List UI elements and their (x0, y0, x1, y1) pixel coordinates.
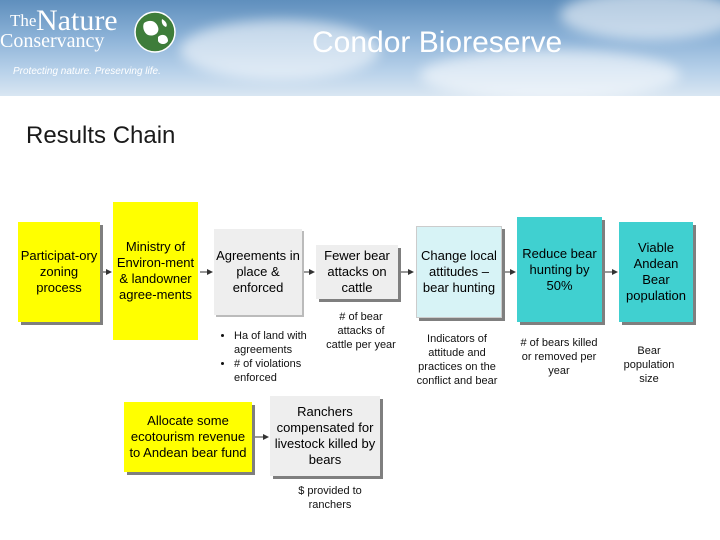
box-reduce-hunting-label: Reduce bear hunting by 50% (522, 245, 597, 293)
box-viable-population: Viable Andean Bear population (619, 222, 693, 322)
box-fewer-attacks: Fewer bear attacks on cattle (316, 245, 398, 299)
slide-subtitle: Results Chain (26, 122, 176, 149)
box-ministry-label: Ministry of Environ-ment & landowner agr… (116, 239, 195, 302)
indicator-agreements-list: Ha of land with agreements # of violatio… (220, 329, 334, 385)
indicator-reduce-hunting: # of bears killed or removed per year (520, 337, 598, 377)
box-change-attitudes-label: Change local attitudes – bear hunting (421, 248, 497, 295)
indicator-violations: # of violations enforced (234, 357, 334, 385)
box-allocate-label: Allocate some ecotourism revenue to Ande… (129, 413, 247, 460)
box-ranchers-label: Ranchers compensated for livestock kille… (274, 404, 376, 467)
box-agreements-label: Agreements in place & enforced (216, 248, 300, 295)
logo-nature: Nature (36, 4, 118, 37)
box-ranchers-compensated: Ranchers compensated for livestock kille… (270, 396, 380, 476)
box-participatory-label: Participat-ory zoning process (20, 248, 98, 295)
logo-the: The (10, 11, 37, 30)
indicator-ranchers: $ provided to ranchers (298, 485, 362, 511)
box-agreements-enforced: Agreements in place & enforced (214, 229, 302, 315)
indicator-ha-of-land: Ha of land with agreements (234, 329, 334, 357)
box-allocate-ecotourism: Allocate some ecotourism revenue to Ande… (124, 402, 252, 472)
header-banner: The Nature Conservancy Protecting nature… (0, 0, 720, 96)
box-ministry-agreements: Ministry of Environ-ment & landowner agr… (113, 202, 198, 340)
page-title: Condor Bioreserve (312, 26, 563, 59)
indicator-fewer-attacks: # of bear attacks of cattle per year (326, 311, 396, 351)
box-reduce-hunting: Reduce bear hunting by 50% (517, 217, 602, 322)
indicator-change-attitudes: Indicators of attitude and practices on … (416, 333, 498, 387)
logo-wordmark: The Nature (10, 6, 118, 36)
logo-tagline: Protecting nature. Preserving life. (13, 66, 161, 77)
cloud-decoration (420, 50, 680, 96)
box-fewer-attacks-label: Fewer bear attacks on cattle (324, 248, 390, 295)
logo-conservancy: Conservancy (0, 30, 105, 52)
box-viable-population-label: Viable Andean Bear population (626, 240, 686, 303)
globe-leaf-icon (134, 11, 176, 53)
box-participatory-zoning: Participat-ory zoning process (18, 222, 100, 322)
indicator-viable-population: Bear population size (623, 345, 675, 385)
cloud-decoration (180, 20, 380, 80)
box-change-attitudes: Change local attitudes – bear hunting (416, 226, 502, 318)
